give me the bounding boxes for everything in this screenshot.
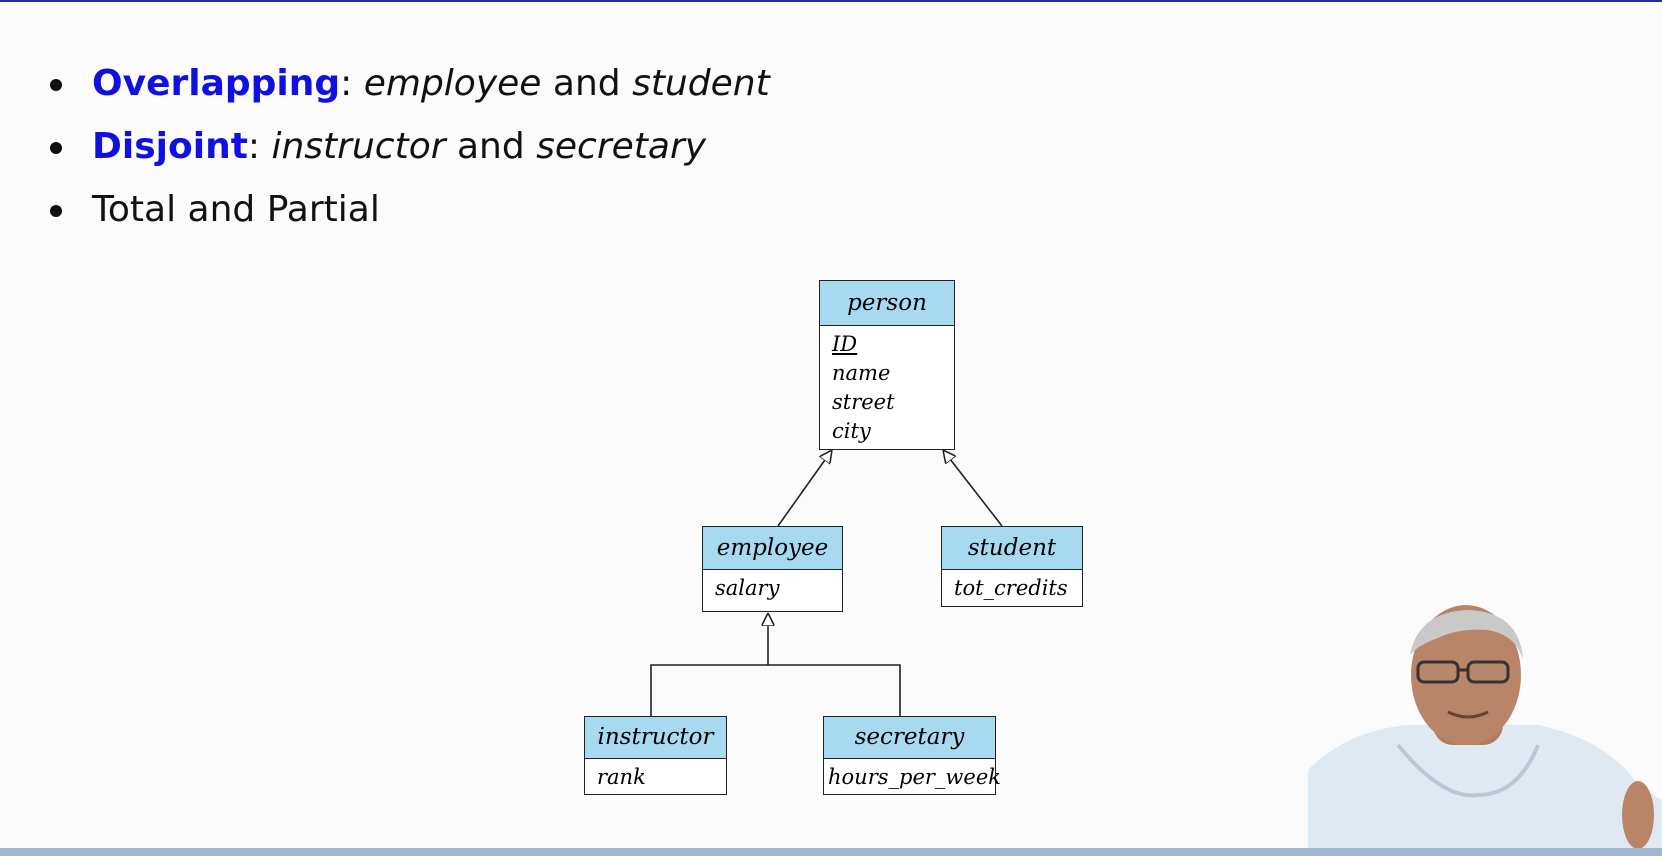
- attribute-id: ID: [832, 332, 858, 356]
- bottom-taskbar-strip: [0, 848, 1662, 856]
- entity-employee: employee salary: [702, 526, 843, 612]
- term-employee: employee: [363, 63, 542, 104]
- entity-employee-name: employee: [703, 527, 842, 570]
- bullet-dot: [50, 79, 62, 91]
- separator: :: [247, 126, 272, 167]
- term-student: student: [632, 63, 770, 104]
- entity-person: person ID name street city: [819, 280, 955, 450]
- attribute-tot-credits: tot_credits: [954, 576, 1068, 600]
- separator: :: [340, 63, 364, 104]
- entity-student-name: student: [942, 527, 1082, 570]
- total-partial-text: Total and Partial: [92, 189, 380, 230]
- attribute-hours-per-week: hours_per_week: [828, 765, 1001, 789]
- term-instructor: instructor: [271, 126, 446, 167]
- entity-person-name: person: [820, 281, 954, 326]
- speaker-video-overlay: [1308, 605, 1662, 856]
- entity-student-attributes: tot_credits: [942, 570, 1082, 603]
- attribute-rank: rank: [597, 765, 646, 789]
- disjoint-keyword: Disjoint: [92, 126, 248, 167]
- entity-person-attributes: ID name street city: [820, 326, 954, 446]
- attribute-name: name: [832, 361, 891, 385]
- entity-instructor-name: instructor: [585, 717, 726, 759]
- entity-secretary-name: secretary: [824, 717, 995, 759]
- conjunction: and: [541, 63, 633, 104]
- term-secretary: secretary: [536, 126, 707, 167]
- attribute-street: street: [832, 390, 895, 414]
- link-student-person: [943, 450, 1003, 527]
- entity-secretary-attributes: hours_per_week: [824, 759, 1001, 792]
- bullet-dot: [50, 142, 62, 154]
- bullet-overlapping: Overlapping: employee and student: [46, 58, 770, 121]
- link-employee-person: [777, 450, 832, 527]
- entity-student: student tot_credits: [941, 526, 1083, 607]
- attribute-city: city: [832, 419, 871, 443]
- entity-instructor-attributes: rank: [585, 759, 726, 792]
- bullet-disjoint: Disjoint: instructor and secretary: [46, 121, 770, 184]
- bullet-dot: [50, 205, 62, 217]
- conjunction: and: [445, 126, 537, 167]
- attribute-salary: salary: [715, 576, 780, 600]
- entity-employee-attributes: salary: [703, 570, 842, 603]
- overlapping-keyword: Overlapping: [92, 63, 341, 104]
- bullet-total-partial: Total and Partial: [46, 184, 770, 247]
- bullet-list: Overlapping: employee and student Disjoi…: [46, 58, 770, 247]
- entity-secretary: secretary hours_per_week: [823, 716, 1001, 795]
- entity-instructor: instructor rank: [584, 716, 727, 795]
- top-rule: [0, 0, 1662, 2]
- link-subclasses-bar: [650, 664, 901, 716]
